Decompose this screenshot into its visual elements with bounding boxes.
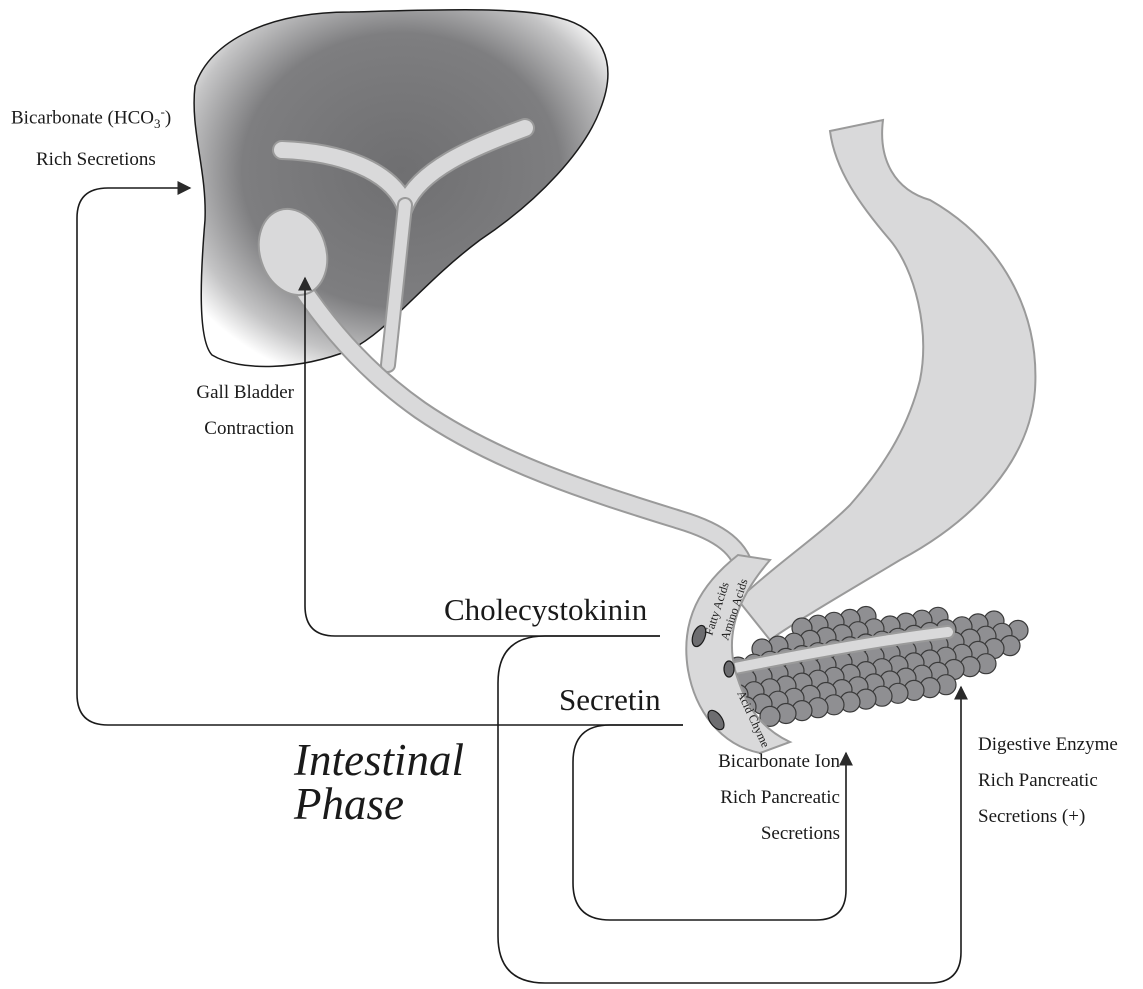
digestive-enzyme-label: Digestive Enzyme Rich Pancreatic Secreti… xyxy=(978,727,1118,835)
stomach xyxy=(738,120,1035,640)
cholecystokinin-label: Cholecystokinin xyxy=(444,592,647,628)
bicarbonate-ion-label: Bicarbonate Ion Rich Pancreatic Secretio… xyxy=(690,744,840,852)
gall-bladder-label: Gall Bladder Contraction xyxy=(160,375,294,447)
duodenum-cell-2 xyxy=(724,661,734,677)
bicarbonate-ion-line3: Secretions xyxy=(690,816,840,852)
secretin-label: Secretin xyxy=(559,682,661,718)
digestive-enzyme-line2: Rich Pancreatic xyxy=(978,763,1118,799)
bicarbonate-ion-line2: Rich Pancreatic xyxy=(690,780,840,816)
bicarbonate-ion-line1: Bicarbonate Ion xyxy=(690,744,840,780)
bicarbonate-secretions-line1: Bicarbonate (HCO xyxy=(11,107,154,128)
phase-line1: Intestinal xyxy=(294,738,464,782)
bicarbonate-secretions-label: Bicarbonate (HCO3-) Rich Secretions xyxy=(11,94,171,178)
gall-bladder-line1: Gall Bladder xyxy=(160,375,294,411)
bicarbonate-secretions-line2: Rich Secretions xyxy=(11,142,171,178)
digestive-enzyme-line1: Digestive Enzyme xyxy=(978,727,1118,763)
phase-line2: Phase xyxy=(294,782,464,826)
digestive-enzyme-line3: Secretions (+) xyxy=(978,799,1118,835)
intestinal-phase-label: Intestinal Phase xyxy=(294,738,464,826)
bicarbonate-secretions-close: ) xyxy=(165,107,171,128)
gall-bladder-line2: Contraction xyxy=(160,411,294,447)
